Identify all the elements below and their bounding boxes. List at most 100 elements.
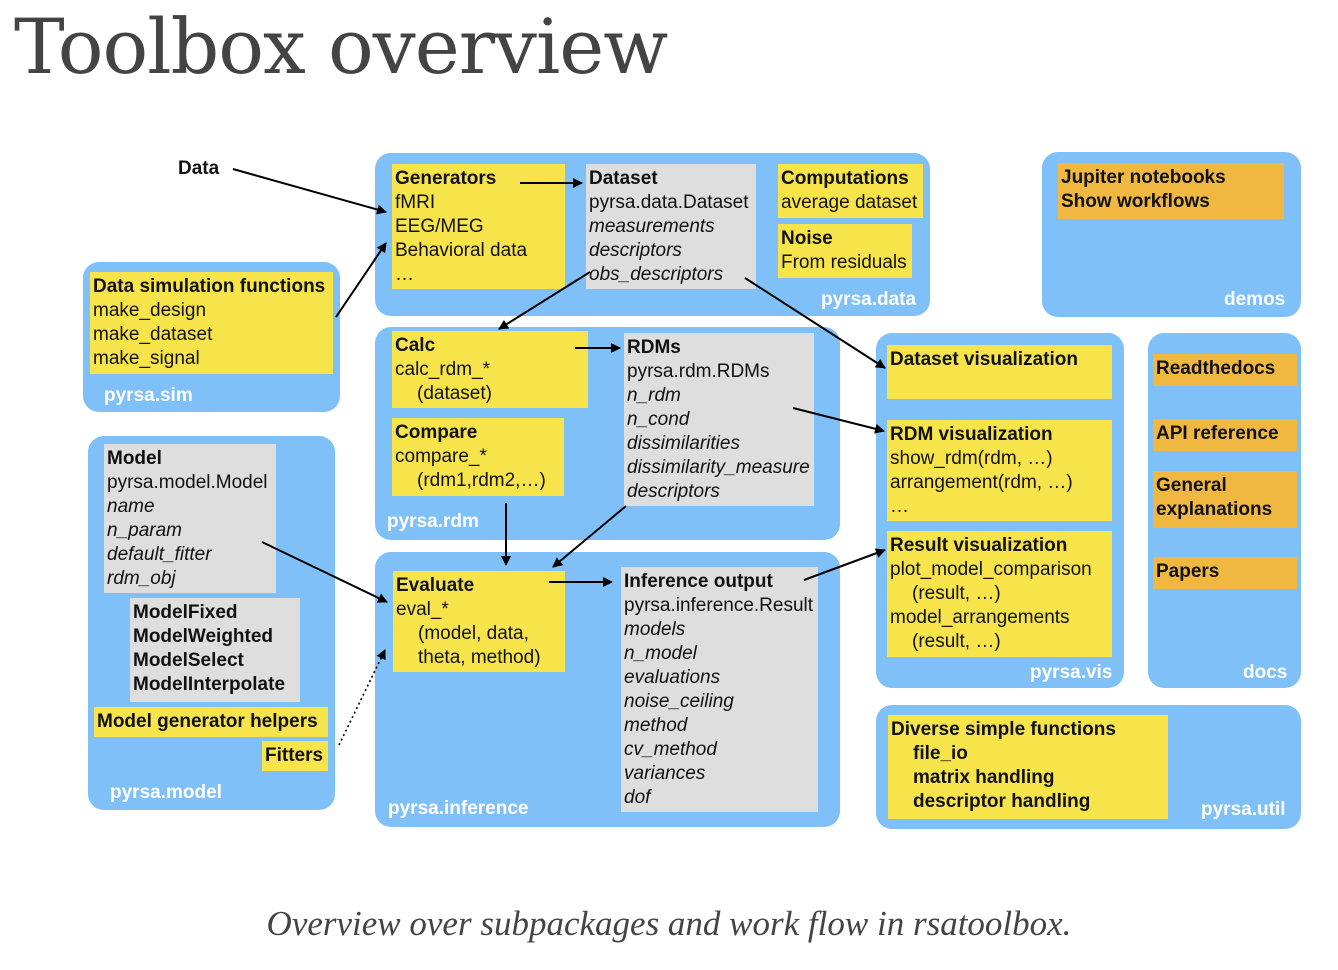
compare-title: Compare (395, 422, 478, 443)
package-label-docs: docs (1243, 662, 1288, 683)
dataset-attribute: descriptors (589, 240, 682, 261)
noise-box: Noise From residuals (778, 224, 912, 278)
model-attribute: rdm_obj (107, 568, 176, 589)
model-attribute: default_fitter (107, 544, 212, 565)
model-type: ModelWeighted (133, 626, 274, 647)
rdm-vis-item: arrangement(rdm, …) (890, 472, 1073, 493)
compare-args: (rdm1,rdm2,…) (417, 470, 546, 491)
compare-function: compare_* (395, 446, 487, 467)
generators-item: EEG/MEG (395, 216, 484, 237)
model-type: ModelSelect (133, 650, 244, 671)
data-label: Data (178, 158, 220, 179)
model-class: pyrsa.model.Model (107, 472, 268, 493)
demos-line: Jupiter notebooks (1061, 167, 1226, 188)
rdms-attribute: dissimilarity_measure (627, 457, 810, 478)
model-helpers-label: Model generator helpers (97, 711, 318, 732)
rdm-vis-box: RDM visualization show_rdm(rdm, …) arran… (887, 420, 1112, 521)
dataset-attribute: obs_descriptors (589, 264, 724, 285)
rdms-title: RDMs (627, 337, 681, 358)
noise-title: Noise (781, 228, 833, 249)
rdms-attribute: descriptors (627, 481, 720, 502)
docs-api-reference: API reference (1153, 419, 1297, 451)
docs-item: Papers (1156, 561, 1220, 582)
inference-output-attribute: n_model (624, 643, 697, 664)
result-vis-function: model_arrangements (890, 607, 1070, 628)
dataset-class: pyrsa.data.Dataset (589, 192, 749, 213)
evaluate-args: theta, method) (418, 647, 541, 668)
package-label-data: pyrsa.data (821, 289, 917, 310)
computations-box: Computations average dataset (778, 164, 923, 218)
rdm-vis-title: RDM visualization (890, 424, 1053, 445)
inference-output-attribute: cv_method (624, 739, 717, 760)
rdm-vis-item: … (890, 496, 909, 517)
inference-output-attribute: method (624, 715, 688, 736)
compare-box: Compare compare_* (rdm1,rdm2,…) (392, 418, 564, 496)
model-attribute: n_param (107, 520, 182, 541)
inference-output-attribute: evaluations (624, 667, 721, 688)
fitters-label: Fitters (265, 745, 324, 766)
generators-item: Behavioral data (395, 240, 528, 261)
generators-item: … (395, 264, 414, 285)
package-label-rdm: pyrsa.rdm (387, 511, 479, 532)
fitters-box: Fitters (262, 741, 328, 771)
inference-output-attribute: variances (624, 763, 706, 784)
noise-item: From residuals (781, 252, 907, 273)
model-box: Model pyrsa.model.Model name n_param def… (104, 444, 276, 593)
util-item: matrix handling (913, 767, 1055, 788)
dataset-box: Dataset pyrsa.data.Dataset measurements … (586, 164, 756, 289)
calc-args: (dataset) (417, 383, 492, 404)
inference-output-box: Inference output pyrsa.inference.Result … (621, 567, 818, 812)
demos-line: Show workflows (1061, 191, 1210, 212)
sim-functions-box: Data simulation functions make_design ma… (90, 272, 333, 374)
inference-output-attribute: dof (624, 787, 651, 808)
docs-papers: Papers (1153, 557, 1297, 589)
model-title: Model (107, 448, 162, 469)
package-label-inference: pyrsa.inference (388, 798, 529, 819)
arrow-data-to-generators (232, 168, 387, 215)
model-type: ModelFixed (133, 602, 238, 623)
inference-output-class: pyrsa.inference.Result (624, 595, 814, 616)
result-vis-args: (result, …) (912, 631, 1001, 652)
docs-general-explanations: General explanations (1153, 471, 1297, 528)
sim-item: make_design (93, 300, 207, 321)
sim-item: make_dataset (93, 324, 213, 345)
model-type: ModelInterpolate (133, 674, 286, 695)
rdms-class: pyrsa.rdm.RDMs (627, 361, 770, 382)
inference-output-attribute: models (624, 619, 686, 640)
package-label-model: pyrsa.model (110, 782, 222, 803)
model-attribute: name (107, 496, 155, 517)
evaluate-title: Evaluate (396, 575, 475, 596)
rdms-attribute: n_rdm (627, 385, 681, 406)
result-vis-function: plot_model_comparison (890, 559, 1092, 580)
evaluate-function: eval_* (396, 599, 449, 620)
generators-title: Generators (395, 168, 497, 189)
dataset-attribute: measurements (589, 216, 715, 237)
model-types-box: ModelFixed ModelWeighted ModelSelect Mod… (130, 598, 300, 702)
inference-output-attribute: noise_ceiling (624, 691, 734, 712)
generators-item: fMRI (395, 192, 436, 213)
util-box: Diverse simple functions file_io matrix … (888, 715, 1168, 819)
model-helpers-box: Model generator helpers (94, 707, 328, 737)
result-vis-title: Result visualization (890, 535, 1068, 556)
inference-output-title: Inference output (624, 571, 773, 592)
util-item: file_io (913, 743, 968, 764)
rdms-box: RDMs pyrsa.rdm.RDMs n_rdm n_cond dissimi… (624, 333, 814, 506)
package-label-demos: demos (1224, 289, 1286, 310)
dataset-vis-title: Dataset visualization (890, 349, 1078, 370)
figure-caption: Overview over subpackages and work flow … (266, 904, 1072, 943)
result-vis-box: Result visualization plot_model_comparis… (887, 531, 1112, 657)
calc-function: calc_rdm_* (395, 359, 491, 380)
util-title: Diverse simple functions (891, 719, 1116, 740)
computations-item: average dataset (781, 192, 918, 213)
dataset-title: Dataset (589, 168, 658, 189)
evaluate-box: Evaluate eval_* (model, data, theta, met… (393, 571, 565, 672)
sim-title: Data simulation functions (93, 276, 326, 297)
package-label-util: pyrsa.util (1201, 799, 1286, 820)
generators-box: Generators fMRI EEG/MEG Behavioral data … (392, 164, 565, 289)
docs-item: Readthedocs (1156, 358, 1276, 379)
calc-title: Calc (395, 335, 436, 356)
util-item: descriptor handling (913, 791, 1091, 812)
rdms-attribute: n_cond (627, 409, 690, 430)
rdms-attribute: dissimilarities (627, 433, 740, 454)
rdm-vis-item: show_rdm(rdm, …) (890, 448, 1053, 469)
